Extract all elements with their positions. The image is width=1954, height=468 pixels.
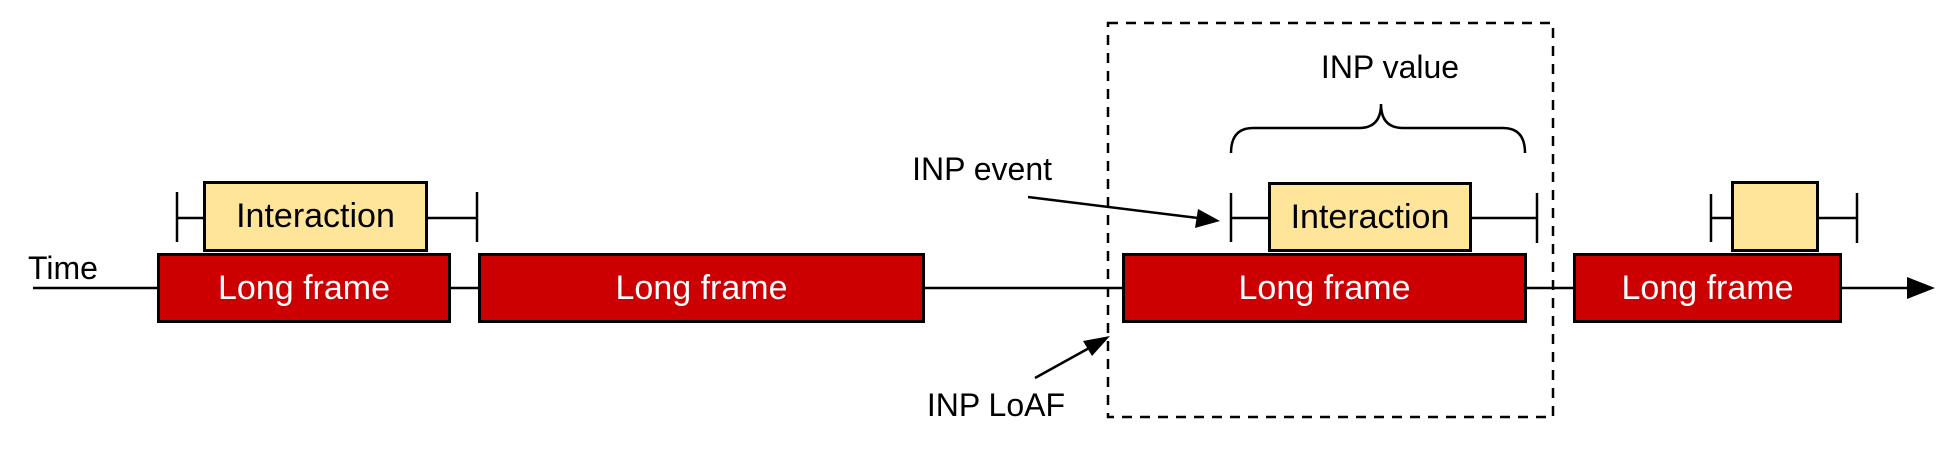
interaction-1-whiskers: [175, 192, 479, 242]
timeline-arrowhead-icon: [1907, 277, 1935, 299]
long-frame-3-inp-loaf: Long frame: [1122, 253, 1527, 323]
long-frame-2-label: Long frame: [615, 268, 788, 307]
interaction-1-label: Interaction: [236, 197, 395, 235]
inp-loaf-dashed-region: [1106, 21, 1555, 419]
interaction-2-inp-event: Interaction: [1268, 182, 1472, 252]
inp-event-label: INP event: [912, 151, 1052, 187]
long-frame-4: Long frame: [1573, 253, 1842, 323]
long-frame-1: Long frame: [157, 253, 451, 323]
inp-loaf-arrow: [1034, 336, 1110, 380]
inp-value-brace: [1229, 103, 1527, 154]
long-frame-1-label: Long frame: [218, 268, 390, 307]
interaction-1: Interaction: [203, 181, 428, 252]
long-frame-2: Long frame: [478, 253, 925, 323]
interaction-2-whiskers: [1229, 193, 1539, 243]
long-frame-4-label: Long frame: [1621, 268, 1794, 307]
long-frame-3-label: Long frame: [1238, 268, 1411, 307]
inp-loaf-label: INP LoAF: [926, 387, 1065, 423]
time-axis-label: Time: [28, 250, 98, 286]
inp-value-label: INP value: [1320, 49, 1460, 85]
interaction-2-label: Interaction: [1290, 197, 1450, 236]
inp-event-arrow: [1027, 195, 1220, 228]
interaction-3: [1731, 181, 1819, 252]
interaction-3-whiskers: [1709, 193, 1859, 243]
